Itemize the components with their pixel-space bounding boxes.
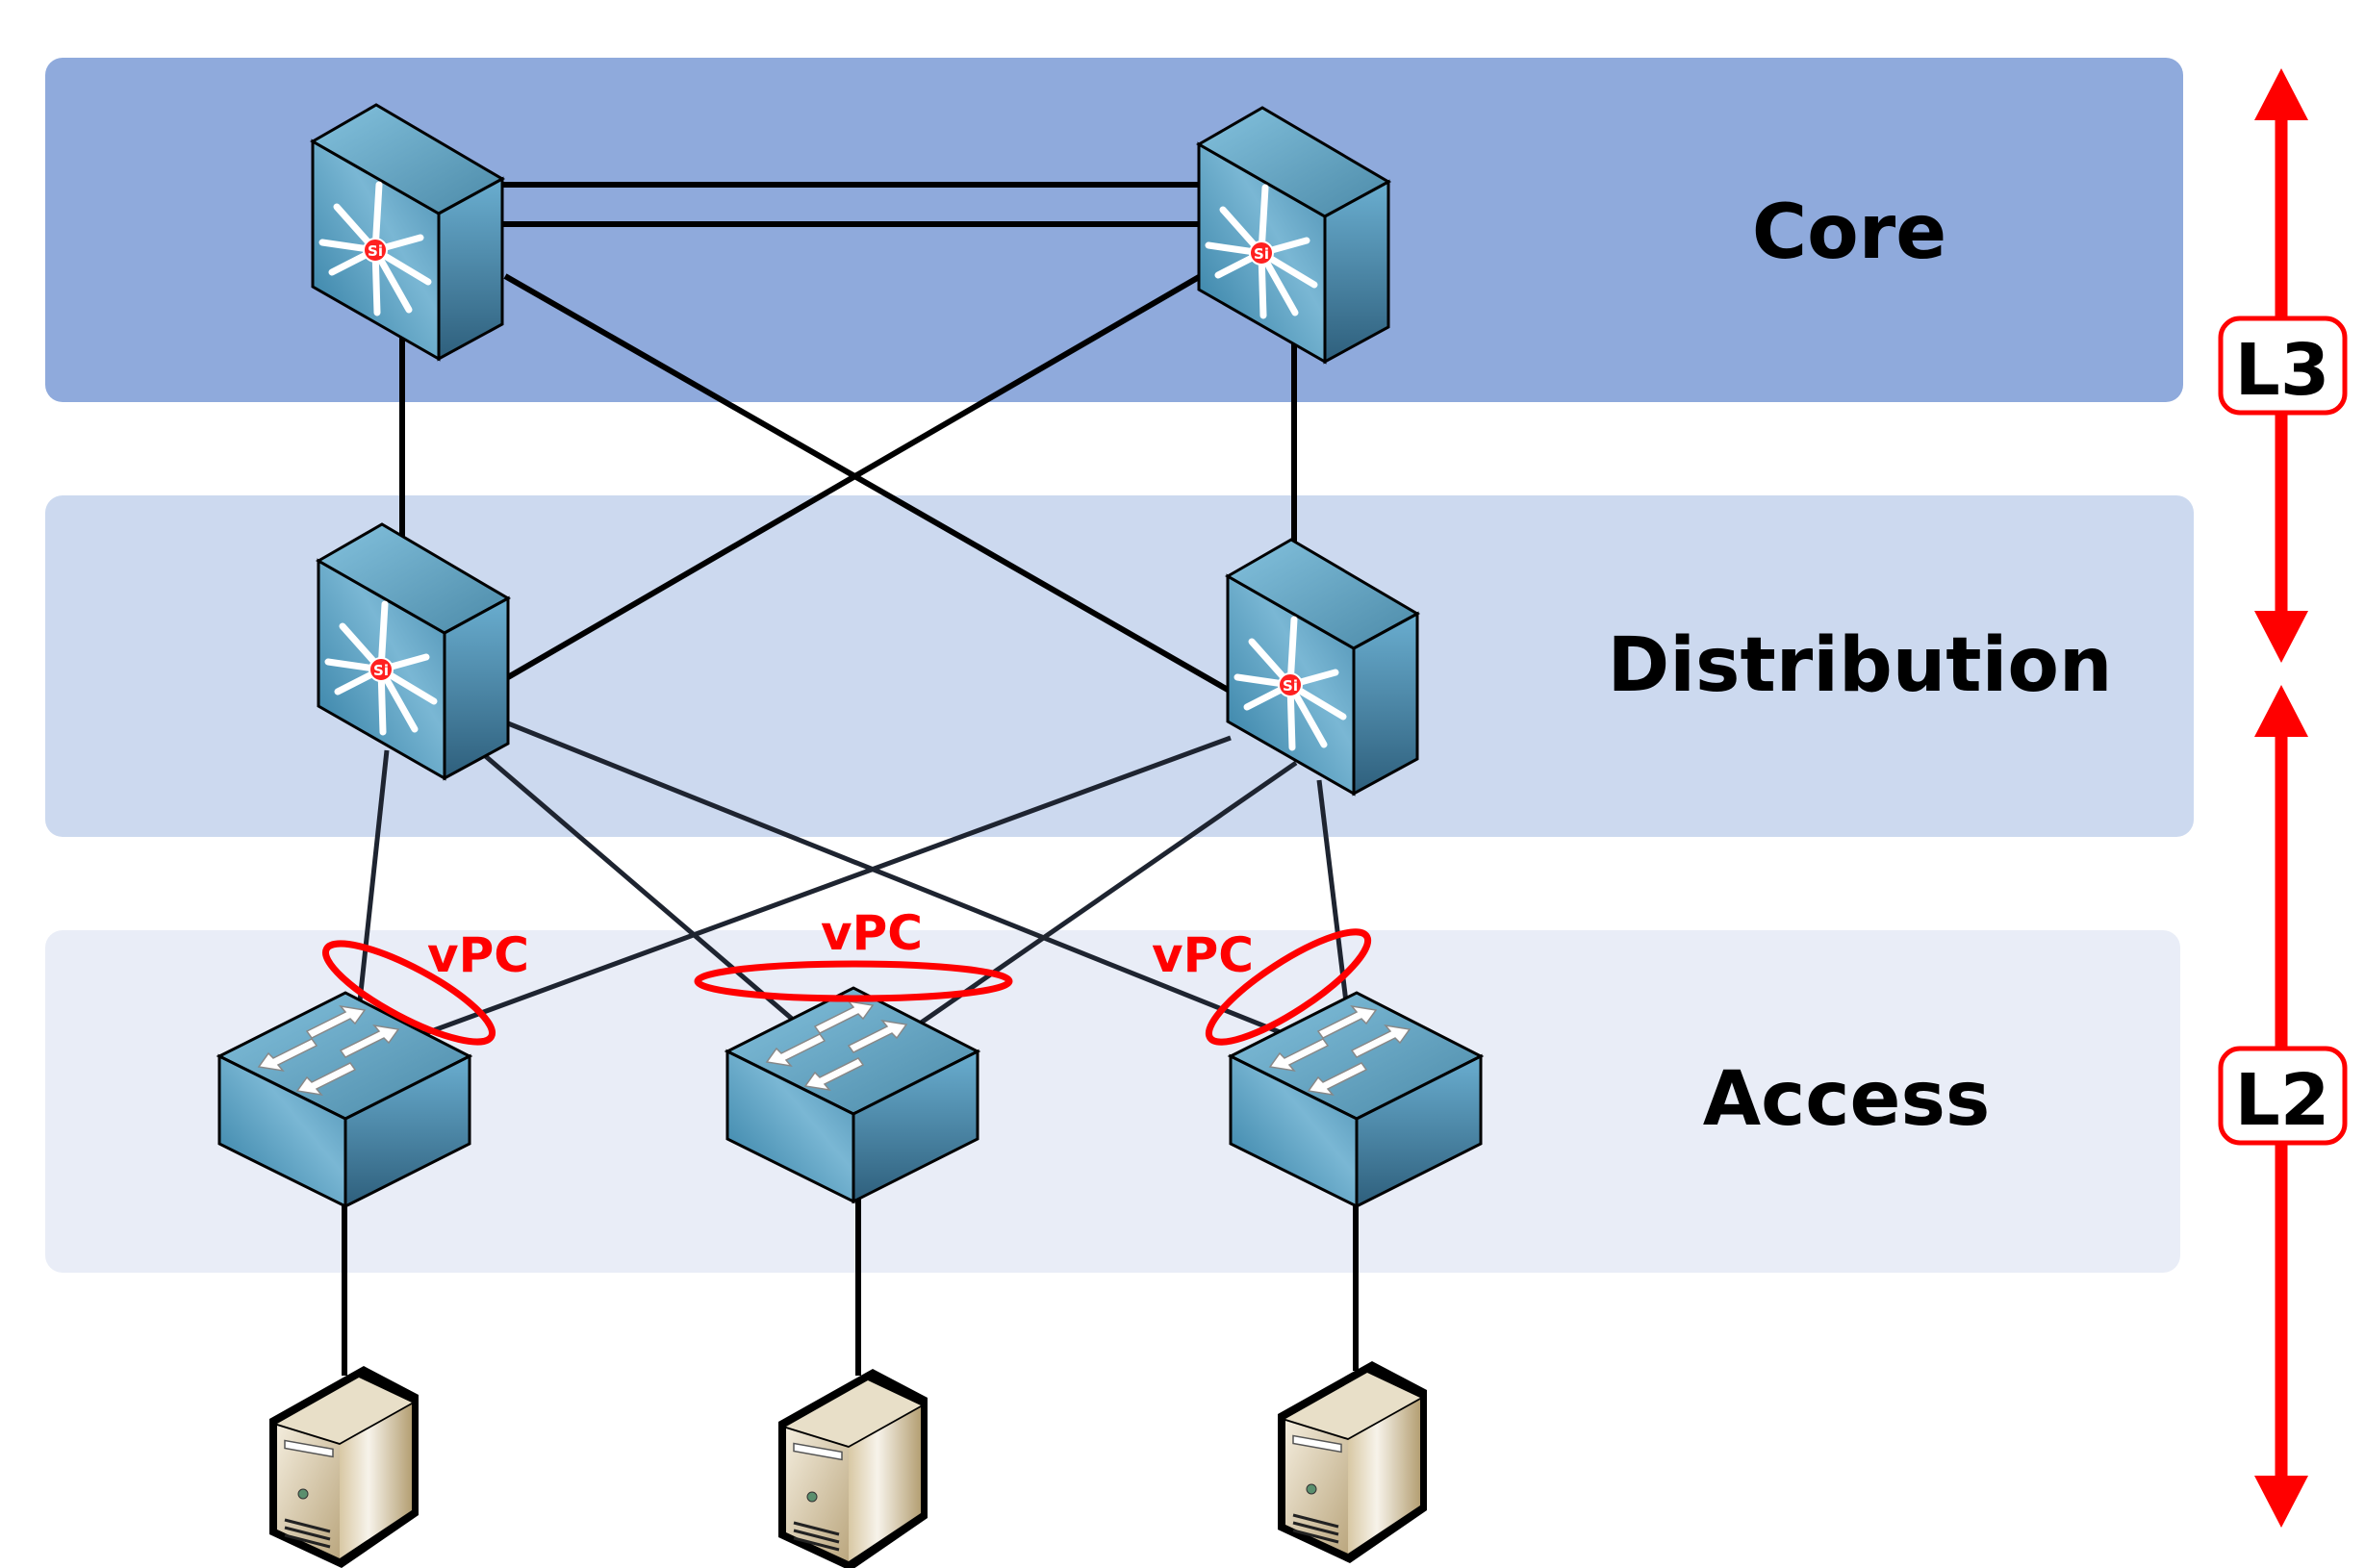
vpc-ellipse-left bbox=[321, 940, 496, 1046]
vpc-ellipse-middle bbox=[694, 960, 1013, 1002]
links bbox=[399, 182, 1297, 693]
vpc-label-right: vPC bbox=[1152, 927, 1254, 983]
server-left[interactable] bbox=[267, 1364, 420, 1568]
vpc-label-left: vPC bbox=[427, 927, 529, 983]
vpc-label-middle: vPC bbox=[821, 905, 923, 961]
dist-r-access-m-link bbox=[903, 760, 1298, 1037]
access-links bbox=[356, 721, 1350, 1037]
core-r-dist-l-link bbox=[506, 274, 1201, 680]
access-label: Access bbox=[1703, 1056, 1991, 1143]
vpc-ellipse-right bbox=[1205, 928, 1372, 1046]
l2-marker-box bbox=[2218, 1046, 2348, 1146]
l2-marker: L2 bbox=[2235, 1059, 2330, 1142]
l3-marker-box bbox=[2218, 316, 2348, 416]
dist-r-access-l-link bbox=[422, 735, 1232, 1037]
core-l-dist-r-link bbox=[503, 273, 1230, 693]
dist-l-access-m-link bbox=[480, 751, 801, 1026]
l3-marker: L3 bbox=[2235, 329, 2330, 412]
dist-l-access-r-link bbox=[507, 721, 1285, 1037]
server-links bbox=[342, 1198, 1359, 1376]
server-middle[interactable] bbox=[776, 1367, 929, 1568]
dist-r-access-r-link bbox=[1316, 779, 1350, 1011]
server-right[interactable] bbox=[1276, 1359, 1429, 1565]
access-layer-band bbox=[45, 930, 2180, 1273]
dist-l-access-l-link bbox=[356, 749, 390, 1011]
core-label: Core bbox=[1752, 190, 1946, 276]
distribution-label: Distribution bbox=[1608, 622, 2113, 709]
